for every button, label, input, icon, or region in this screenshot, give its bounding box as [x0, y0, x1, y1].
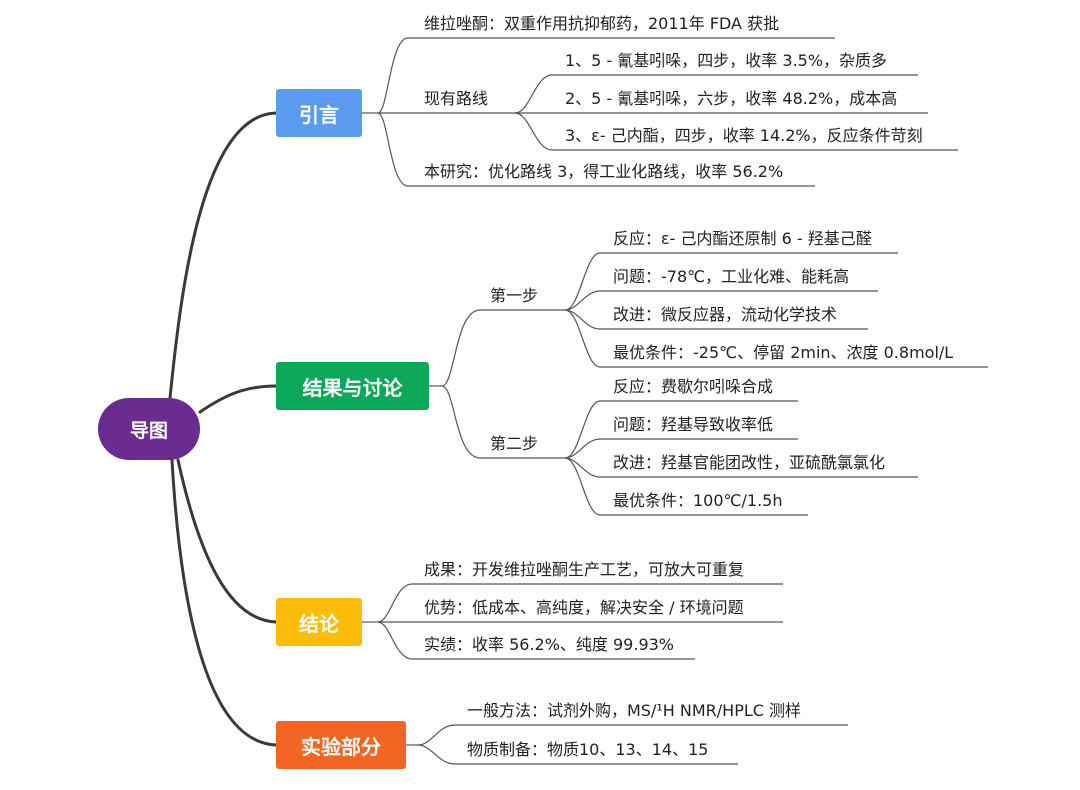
section-intro-node[interactable]: 引言 — [276, 89, 362, 137]
root-node[interactable]: 导图 — [98, 398, 200, 460]
step2-problem-topic[interactable]: 问题：羟基导致收率低 — [613, 415, 774, 434]
intro-background-topic[interactable]: 维拉唑酮：双重作用抗抑郁药，2011年 FDA 获批 — [424, 14, 780, 33]
link-root-exp — [170, 458, 278, 747]
section-results-node[interactable]: 结果与讨论 — [276, 362, 429, 410]
intro-study-topic[interactable]: 本研究：优化路线 3，得工业化路线，收率 56.2% — [424, 162, 784, 181]
conclusion-results-topic[interactable]: 实绩：收率 56.2%、纯度 99.93% — [424, 635, 675, 654]
step1-reaction-topic[interactable]: 反应：ε- 己内酯还原制 6 - 羟基己醛 — [613, 229, 872, 248]
step2-topic[interactable]: 第二步 — [490, 434, 539, 453]
route-3-topic[interactable]: 3、ε- 己内酯，四步，收率 14.2%，反应条件苛刻 — [565, 126, 923, 145]
step2-optimal-topic[interactable]: 最优条件：100℃/1.5h — [613, 491, 783, 510]
step1-topic[interactable]: 第一步 — [490, 286, 539, 305]
step2-improve-topic[interactable]: 改进：羟基官能团改性，亚硫酰氯氯化 — [613, 453, 886, 472]
step1-improve-topic[interactable]: 改进：微反应器，流动化学技术 — [613, 305, 838, 324]
exp-preparation-topic[interactable]: 物质制备：物质10、13、14、15 — [467, 740, 709, 759]
step1-optimal-topic[interactable]: 最优条件：-25℃、停留 2min、浓度 0.8mol/L — [613, 343, 954, 362]
conclusion-outcome-topic[interactable]: 成果：开发维拉唑酮生产工艺，可放大可重复 — [424, 560, 745, 579]
conclusion-advantage-topic[interactable]: 优势：低成本、高纯度，解决安全 / 环境问题 — [424, 598, 744, 617]
step1-problem-topic[interactable]: 问题：-78℃，工业化难、能耗高 — [613, 267, 850, 286]
exp-methods-topic[interactable]: 一般方法：试剂外购，MS/¹H NMR/HPLC 测样 — [467, 701, 802, 720]
link-root-intro — [168, 111, 278, 400]
intro-routes-topic[interactable]: 现有路线 — [424, 89, 489, 108]
section-experimental-node[interactable]: 实验部分 — [276, 721, 406, 769]
route-2-topic[interactable]: 2、5 - 氰基吲哚，六步，收率 48.2%，成本高 — [565, 89, 898, 108]
section-conclusion-node[interactable]: 结论 — [276, 598, 362, 646]
step2-reaction-topic[interactable]: 反应：费歇尔吲哚合成 — [613, 377, 774, 396]
route-1-topic[interactable]: 1、5 - 氰基吲哚，四步，收率 3.5%，杂质多 — [565, 51, 888, 70]
link-root-concl — [176, 458, 278, 624]
link-root-result — [198, 384, 278, 414]
